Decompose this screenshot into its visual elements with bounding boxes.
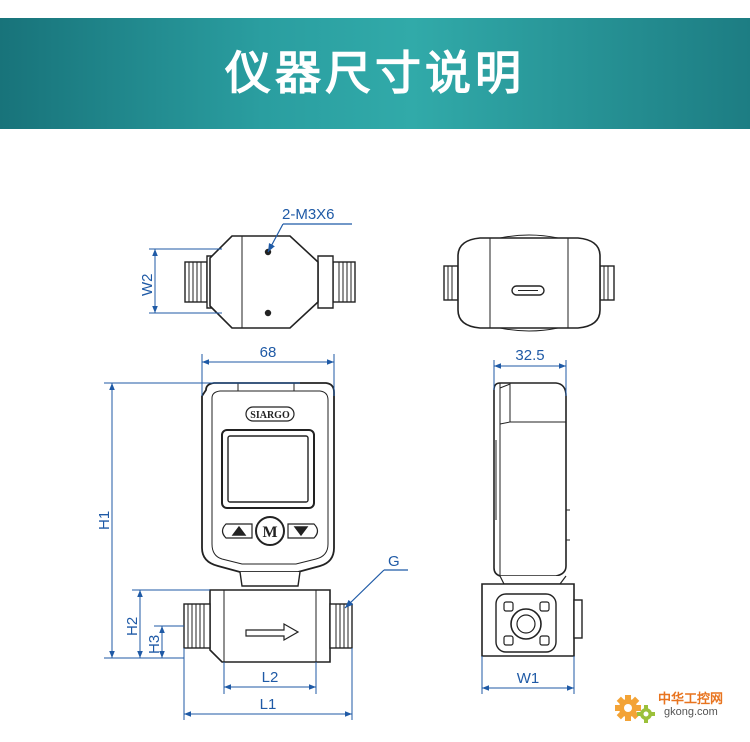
l1-dimension <box>183 648 353 720</box>
siargo-logo: SIARGO <box>250 410 290 421</box>
width-68-dimension <box>201 354 335 396</box>
menu-button-label: M <box>262 524 277 541</box>
h2-dimension <box>132 589 210 658</box>
page-title: 仪器尺寸说明 <box>225 46 525 100</box>
h1-dimension <box>104 382 300 659</box>
title-banner: 仪器尺寸说明 <box>0 18 750 129</box>
watermark-name: 中华工控网 <box>658 692 724 707</box>
l1-label: L1 <box>260 696 277 713</box>
depth-dimension <box>493 360 567 396</box>
watermark: 中华工控网 gkong.com <box>612 686 744 730</box>
screw-leader: 2-M3X6 <box>267 206 352 253</box>
end-view <box>443 234 615 332</box>
screw-spec-label: 2-M3X6 <box>282 206 335 223</box>
l2-label: L2 <box>262 669 279 686</box>
thread-leader: G <box>344 553 408 609</box>
gear-icon <box>615 695 655 723</box>
side-view <box>481 382 583 657</box>
top-view <box>184 235 356 329</box>
depth-label: 32.5 <box>515 347 544 364</box>
w2-dimension <box>149 248 222 314</box>
w1-label: W1 <box>517 670 540 687</box>
h2-label: H2 <box>124 617 141 636</box>
watermark-url: gkong.com <box>664 706 718 718</box>
width-68-label: 68 <box>260 344 277 361</box>
front-view <box>183 382 353 663</box>
w1-dimension <box>481 656 575 694</box>
h3-label: H3 <box>146 635 163 654</box>
l2-dimension <box>223 662 317 694</box>
h3-dimension <box>154 625 184 658</box>
w2-label: W2 <box>139 274 156 297</box>
h1-label: H1 <box>96 511 113 530</box>
thread-label: G <box>388 553 400 570</box>
